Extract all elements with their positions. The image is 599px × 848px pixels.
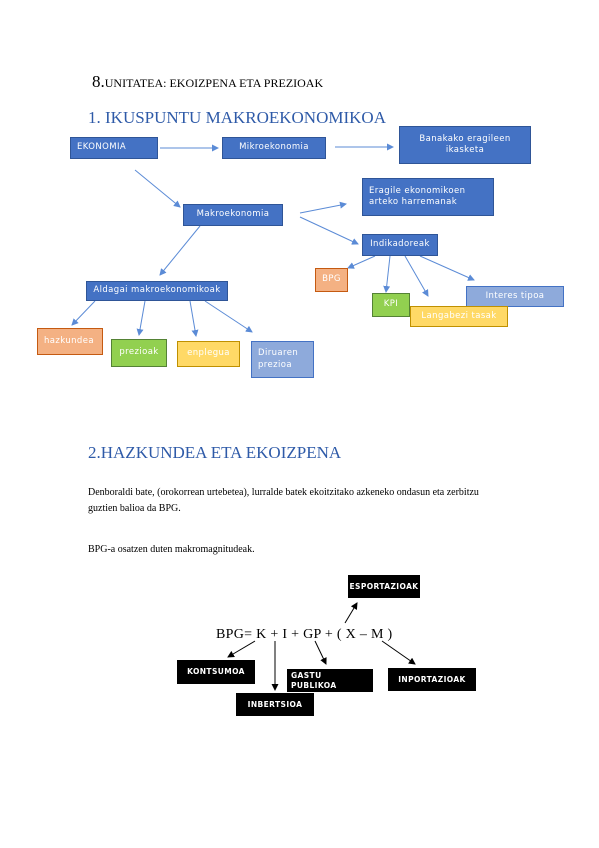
- section1-heading: 1. IKUSPUNTU MAKROEKONOMIKOA: [88, 108, 386, 127]
- box-hazkundea: hazkundea: [37, 328, 103, 355]
- box-kpi: KPI: [372, 293, 410, 317]
- box-enplegua: enplegua: [177, 341, 240, 367]
- unit-number: 8.: [92, 72, 105, 91]
- box-langabezi-tasak: Langabezi tasak: [410, 306, 508, 327]
- makromagnitudes-paragraph: BPG-a osatzen duten makromagnitudeak.: [88, 544, 255, 555]
- box-prezioak: prezioak: [111, 339, 167, 367]
- label-inbertsioa: INBERTSIOA: [236, 693, 314, 716]
- label-gastu-publikoa: GASTU PUBLIKOA: [287, 669, 373, 692]
- bpg-formula: BPG= K + I + GP + ( X – M ): [216, 627, 393, 642]
- box-mikroekonomia: Mikroekonomia: [222, 137, 326, 159]
- label-inportazioak: INPORTAZIOAK: [388, 668, 476, 691]
- box-interes-tipoa: Interes tipoa: [466, 286, 564, 307]
- box-aldagai-makroekonomikoak: Aldagai makroekonomikoak: [86, 281, 228, 301]
- section2-heading: 2.HAZKUNDEA ETA EKOIZPENA: [88, 443, 342, 462]
- box-makroekonomia: Makroekonomia: [183, 204, 283, 226]
- unit-title: 8.UNITATEA: EKOIZPENA ETA PREZIOAK: [92, 72, 323, 92]
- bpg-definition-paragraph: Denboraldi bate, (orokorrean urtebetea),…: [88, 487, 479, 514]
- box-diruaren-prezioa: Diruaren prezioa: [251, 341, 314, 378]
- box-ekonomia: EKONOMIA: [70, 137, 158, 159]
- box-indikadoreak: Indikadoreak: [362, 234, 438, 256]
- unit-title-text: UNITATEA: EKOIZPENA ETA PREZIOAK: [104, 76, 324, 90]
- box-eragile-ekonomikoen-harremanak: Eragile ekonomikoen arteko harremanak: [362, 178, 494, 216]
- box-bpg: BPG: [315, 268, 348, 292]
- box-banakako-eragileen-ikasketa: Banakako eragileen ikasketa: [399, 126, 531, 164]
- label-esportazioak: ESPORTAZIOAK: [348, 575, 420, 598]
- label-kontsumoa: KONTSUMOA: [177, 660, 255, 684]
